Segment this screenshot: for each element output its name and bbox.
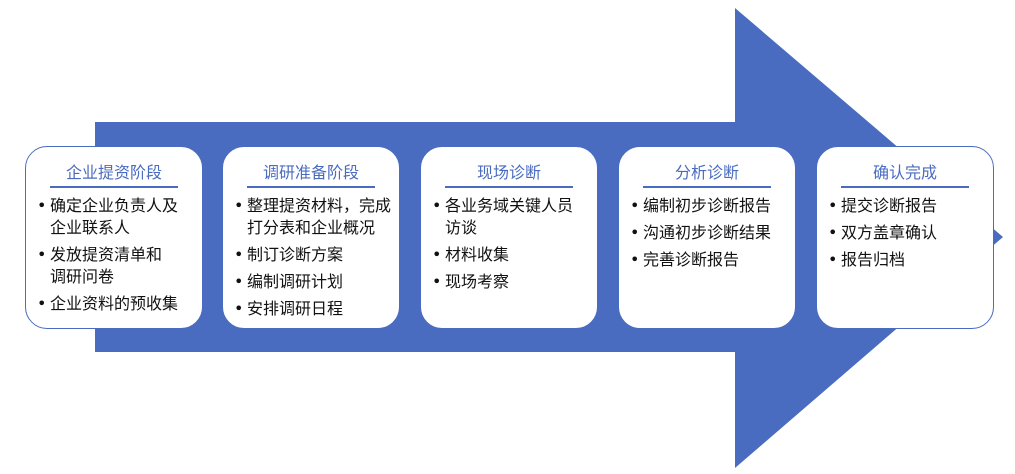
stage-title: 调研准备阶段 [247, 159, 375, 188]
stage-item: 双方盖章确认 [825, 222, 989, 244]
stage-item: 安排调研日程 [231, 298, 395, 320]
stage-items: 确定企业负责人及 企业联系人发放提资清单和 调研问卷企业资料的预收集 [34, 195, 198, 320]
stage-items: 整理提资材料，完成 打分表和企业概况制订诊断方案编制调研计划安排调研日程 [231, 195, 395, 325]
stage-title: 企业提资阶段 [50, 159, 178, 188]
stage-item: 企业资料的预收集 [34, 293, 198, 315]
stage-box: 确认完成提交诊断报告双方盖章确认报告归档 [816, 146, 994, 329]
stage-item: 报告归档 [825, 249, 989, 271]
stage-title: 分析诊断 [643, 159, 771, 188]
stage-box: 分析诊断编制初步诊断报告沟通初步诊断结果完善诊断报告 [618, 146, 796, 329]
stage-item: 发放提资清单和 调研问卷 [34, 244, 198, 288]
stage-item: 提交诊断报告 [825, 195, 989, 217]
stage-title: 确认完成 [841, 159, 969, 188]
stage-box: 企业提资阶段确定企业负责人及 企业联系人发放提资清单和 调研问卷企业资料的预收集 [25, 146, 203, 329]
stage-items: 编制初步诊断报告沟通初步诊断结果完善诊断报告 [627, 195, 791, 276]
stage-item: 编制调研计划 [231, 271, 395, 293]
stage-title: 现场诊断 [445, 159, 573, 188]
stage-item: 确定企业负责人及 企业联系人 [34, 195, 198, 239]
stage-box: 现场诊断各业务域关键人员 访谈材料收集现场考察 [420, 146, 598, 329]
stage-items: 提交诊断报告双方盖章确认报告归档 [825, 195, 989, 276]
stage-item: 沟通初步诊断结果 [627, 222, 791, 244]
stage-item: 完善诊断报告 [627, 249, 791, 271]
stage-box: 调研准备阶段整理提资材料，完成 打分表和企业概况制订诊断方案编制调研计划安排调研… [222, 146, 400, 329]
stage-item: 材料收集 [429, 244, 593, 266]
stage-item: 编制初步诊断报告 [627, 195, 791, 217]
stage-item: 各业务域关键人员 访谈 [429, 195, 593, 239]
stage-item: 现场考察 [429, 271, 593, 293]
stage-item: 制订诊断方案 [231, 244, 395, 266]
stage-items: 各业务域关键人员 访谈材料收集现场考察 [429, 195, 593, 298]
stage-item: 整理提资材料，完成 打分表和企业概况 [231, 195, 395, 239]
